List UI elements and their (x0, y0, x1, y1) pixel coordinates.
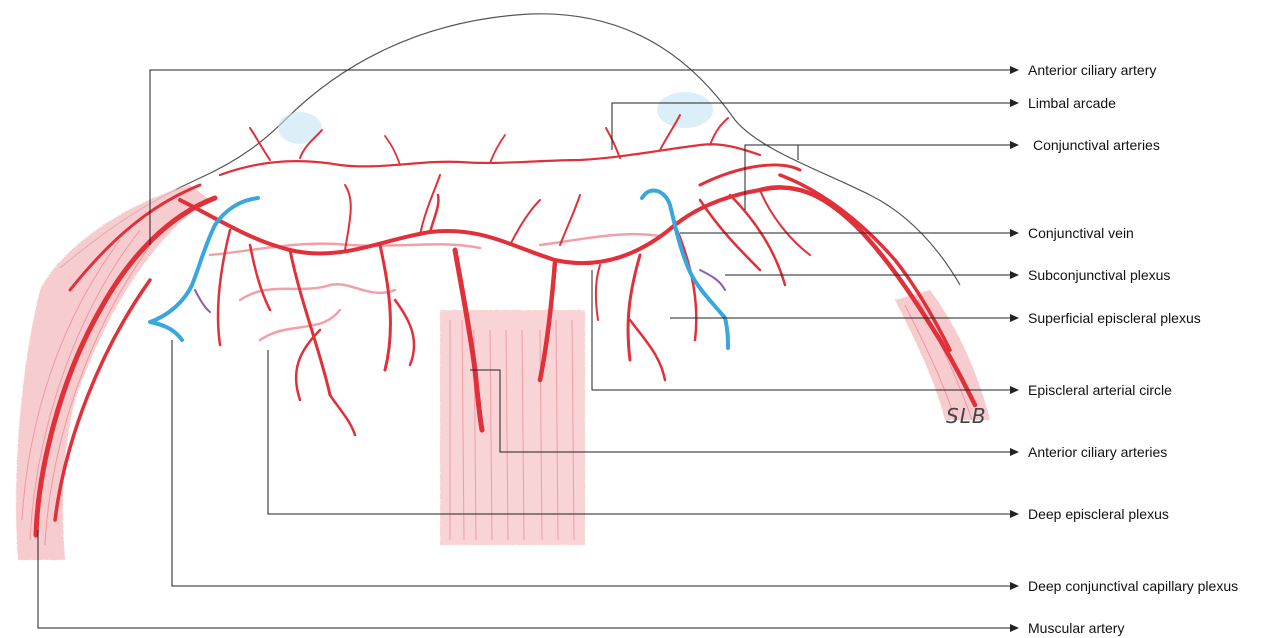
label-episcleral-arterial-circle: Episcleral arterial circle (1028, 382, 1172, 398)
artist-signature: SLB (946, 404, 987, 428)
label-conjunctival-vein: Conjunctival vein (1028, 225, 1134, 241)
label-subconjunctival-plexus: Subconjunctival plexus (1028, 267, 1170, 283)
leader-arrowheads (1010, 66, 1019, 632)
right-muscle-band (895, 290, 990, 420)
cornea-tint (278, 92, 713, 144)
label-anterior-ciliary-arteries: Anterior ciliary arteries (1028, 444, 1167, 460)
conjunctival-veins (150, 191, 728, 348)
label-limbal-arcade: Limbal arcade (1028, 95, 1116, 111)
label-deep-episcleral-plexus: Deep episcleral plexus (1028, 506, 1169, 522)
label-superficial-episcleral-plexus: Superficial episcleral plexus (1028, 310, 1201, 326)
label-conjunctival-arteries: Conjunctival arteries (1033, 137, 1160, 153)
label-muscular-artery: Muscular artery (1028, 620, 1124, 636)
label-deep-conjunctival-capillary-plexus: Deep conjunctival capillary plexus (1028, 578, 1238, 594)
right-conjunctival-vein (642, 191, 728, 348)
label-anterior-ciliary-artery: Anterior ciliary artery (1028, 62, 1156, 78)
